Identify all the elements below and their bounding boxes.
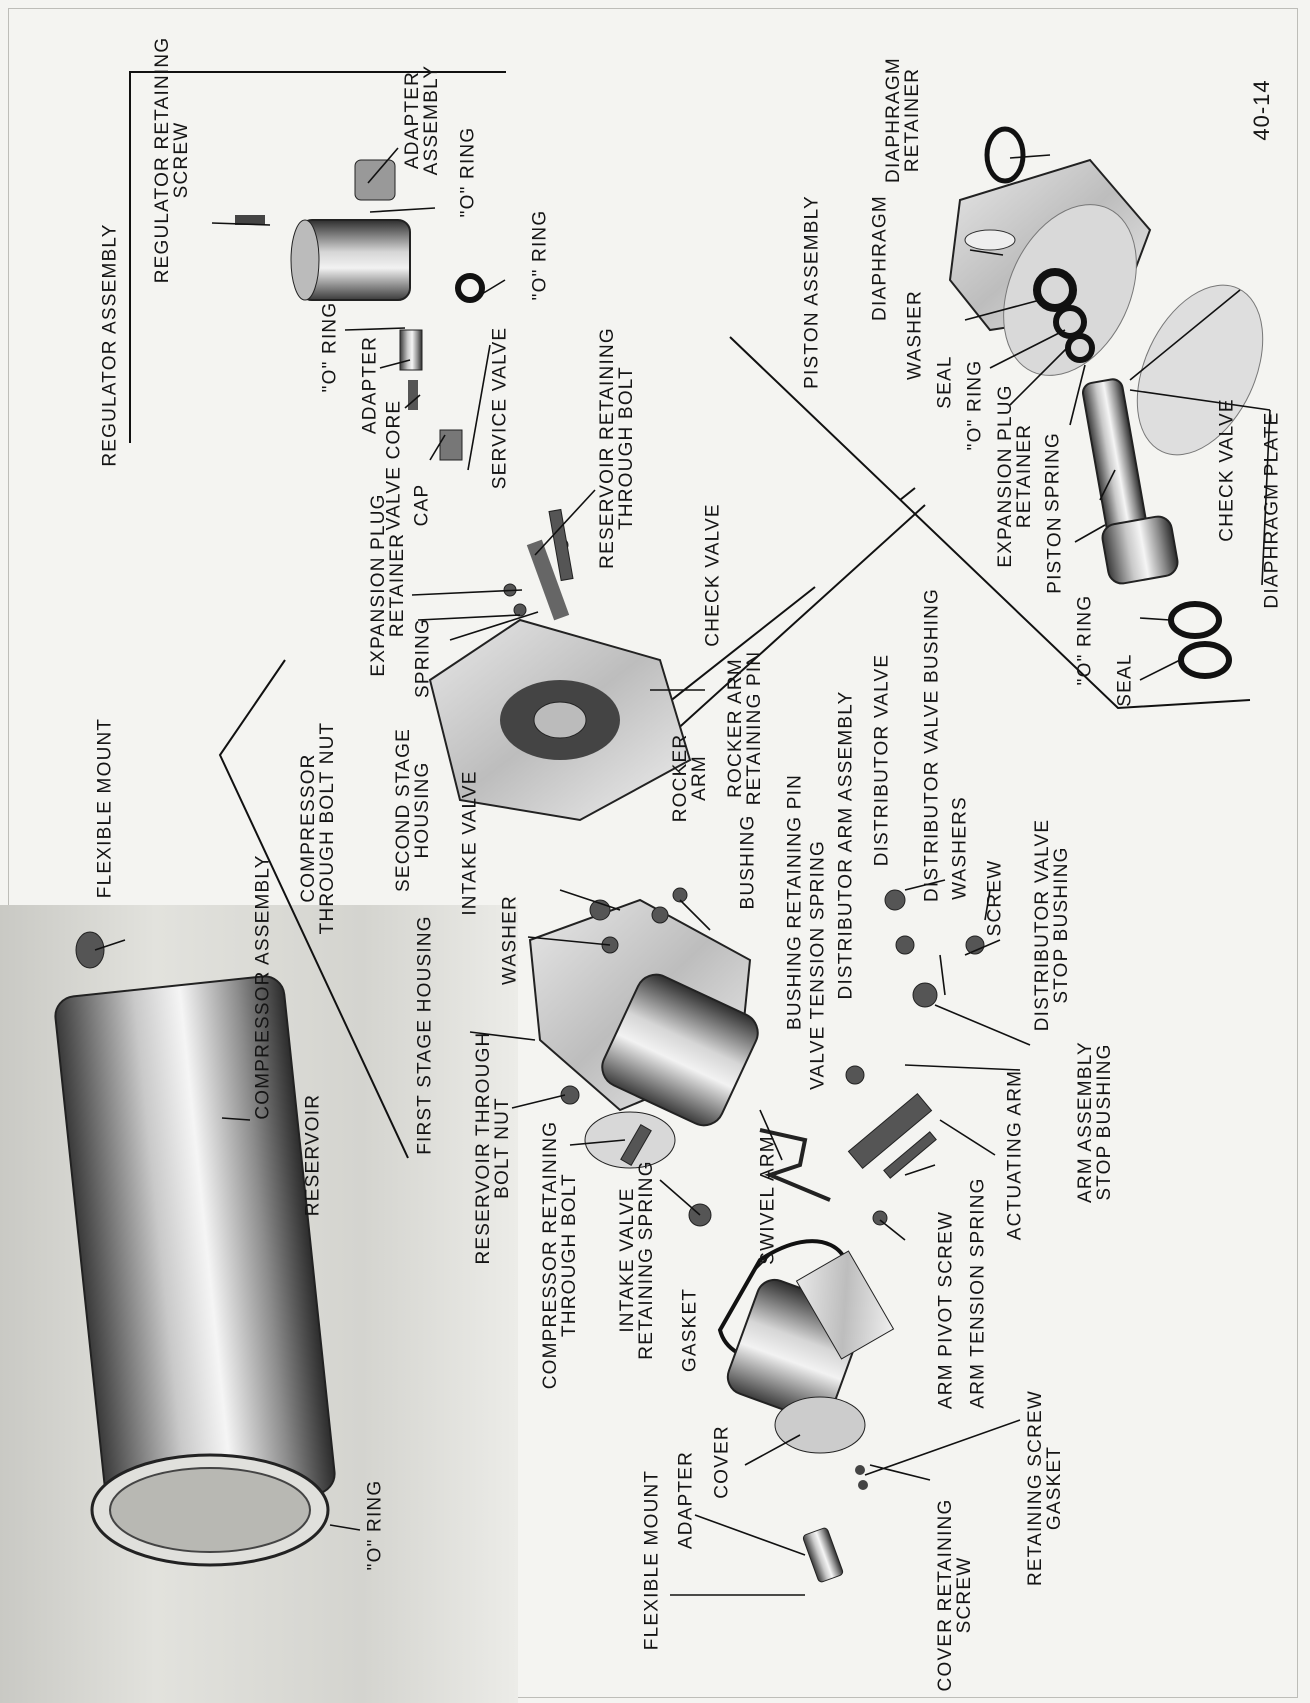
label-first-stage-housing: FIRST STAGE HOUSING: [414, 915, 436, 1155]
label-o-ring-piston: "O" RING: [964, 359, 986, 451]
label-second-stage-housing: SECOND STAGE HOUSING: [393, 728, 433, 892]
label-swivel-arm: SWIVEL ARM: [757, 1135, 779, 1265]
label-piston: PISTON: [1044, 516, 1066, 594]
page-border: [8, 8, 1298, 1698]
label-o-ring-regulator-right: "O" RING: [529, 209, 551, 301]
label-retaining-screw-gasket: RETAINING SCREW GASKET: [1025, 1389, 1065, 1587]
label-reservoir-through-bolt-nut: RESERVOIR THROUGH BOLT NUT: [473, 1031, 513, 1265]
label-reservoir: RESERVOIR: [302, 1093, 324, 1217]
small-parts: [503, 508, 985, 1227]
label-distributor-valve-bushing: DISTRIBUTOR VALVE BUSHING: [921, 588, 943, 902]
label-intake-valve: INTAKE VALVE: [459, 770, 481, 916]
second-stage-housing-part: [428, 539, 692, 822]
label-regulator-assembly: REGULATOR ASSEMBLY: [99, 223, 121, 467]
leader-lines: [94, 147, 1271, 1596]
piston-parts: [948, 126, 1264, 679]
label-cover-retaining-screw: COVER RETAINING SCREW: [935, 1498, 975, 1692]
label-bushing: BUSHING: [737, 814, 759, 910]
reservoir-part: [54, 931, 336, 1567]
label-o-ring-piston-lower: "O" RING: [1074, 594, 1096, 686]
label-reservoir-retaining-through-bolt: RESERVOIR RETAINING THROUGH BOLT: [597, 327, 637, 569]
label-spring-piston: SPRING: [1042, 431, 1064, 513]
label-washer: WASHER: [499, 895, 521, 985]
label-cover: COVER: [711, 1425, 733, 1499]
label-bushing-retaining-pin: BUSHING RETAINING PIN: [784, 773, 806, 1031]
cover-part: [717, 1239, 895, 1583]
label-distributor-arm-assembly: DISTRIBUTOR ARM ASSEMBLY: [835, 690, 857, 1000]
label-seal-piston: SEAL: [934, 355, 956, 409]
compressor-bracket: [218, 659, 409, 1159]
label-regulator-retaining-screw: REGULATOR RETAINING SCREW: [152, 36, 192, 284]
page-number: 40-14: [1249, 79, 1274, 141]
regulator-part: [235, 159, 485, 461]
label-washer-piston: WASHER: [904, 290, 926, 380]
label-spring: SPRING: [412, 617, 434, 699]
label-arm-tension-spring: ARM TENSION SPRING: [967, 1177, 989, 1409]
label-diaphragm: DIAPHRAGM: [869, 195, 891, 321]
label-distributor-valve-stop-bushing: DISTRIBUTOR VALVE STOP BUSHING: [1032, 818, 1072, 1032]
label-flexible-mount-lower: FLEXIBLE MOUNT: [641, 1469, 663, 1651]
label-compressor-retaining-through-bolt: COMPRESSOR RETAINING THROUGH BOLT: [540, 1120, 580, 1390]
label-o-ring-regulator-left: "O" RING: [319, 301, 341, 393]
label-expansion-plug-retainer: EXPANSION PLUG RETAINER: [368, 493, 408, 677]
label-rocker-arm-retaining-pin: ROCKER ARM RETAINING PIN: [725, 650, 765, 806]
label-actuating-arm: ACTUATING ARM: [1004, 1069, 1026, 1241]
label-seal-piston-lower: SEAL: [1114, 653, 1136, 707]
label-rocker-arm: ROCKER ARM: [670, 733, 710, 823]
label-check-valve-piston: CHECK VALVE: [1216, 398, 1238, 542]
label-o-ring-regulator-top: "O" RING: [457, 126, 479, 218]
label-washers: WASHERS: [949, 796, 971, 900]
label-o-ring-reservoir: "O" RING: [364, 1479, 386, 1571]
label-compressor-through-bolt-nut: COMPRESSOR THROUGH BOLT NUT: [298, 721, 338, 935]
first-stage-housing-part: [528, 898, 759, 1169]
regulator-bracket: [129, 71, 506, 443]
label-flexible-mount-upper: FLEXIBLE MOUNT: [94, 717, 116, 899]
label-piston-assembly: PISTON ASSEMBLY: [801, 195, 823, 389]
label-gasket: GASKET: [679, 1287, 701, 1373]
label-check-valve: CHECK VALVE: [702, 503, 724, 647]
label-diaphragm-retainer: DIAPHRAGM RETAINER: [883, 57, 923, 183]
label-expansion-plug-retainer-piston: EXPANSION PLUG RETAINER: [995, 384, 1035, 568]
label-screw: SCREW: [984, 859, 1006, 937]
label-arm-pivot-screw: ARM PIVOT SCREW: [935, 1210, 957, 1410]
label-arm-assembly-stop-bushing: ARM ASSEMBLY STOP BUSHING: [1075, 1041, 1115, 1203]
label-valve-tension-spring: VALVE TENSION SPRING: [807, 840, 829, 1090]
label-distributor-valve: DISTRIBUTOR VALVE: [871, 653, 893, 867]
label-adapter-assembly: ADAPTER ASSEMBLY: [402, 64, 442, 176]
label-service-valve: SERVICE VALVE: [489, 326, 511, 490]
piston-bracket: [729, 336, 1251, 710]
label-cap: CAP: [411, 483, 433, 527]
label-diaphragm-plate: DIAPHRAGM PLATE: [1261, 411, 1283, 609]
label-adapter-regulator: ADAPTER: [359, 335, 381, 435]
label-intake-valve-retaining-spring: INTAKE VALVE RETAINING SPRING: [617, 1160, 657, 1360]
label-compressor-assembly: COMPRESSOR ASSEMBLY: [252, 854, 274, 1120]
label-adapter-lower: ADAPTER: [675, 1450, 697, 1550]
